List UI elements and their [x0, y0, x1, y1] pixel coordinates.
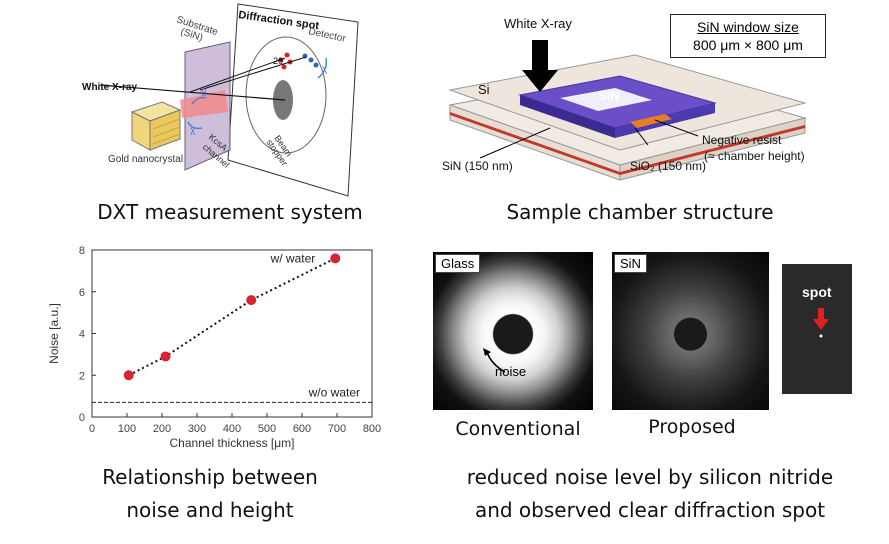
data-point-0-0 [123, 370, 134, 381]
diffraction-line [189, 57, 286, 93]
gold-cube-right [149, 109, 181, 151]
spot-red-3 [281, 64, 287, 70]
data-point-0-1 [160, 351, 171, 362]
negative-resist-stripe [450, 112, 620, 175]
dxt-diagram: Substrate (SiN) Diffraction spot Detecto… [80, 0, 380, 200]
spot-blue-2 [308, 57, 314, 63]
xray-beam [99, 84, 286, 101]
label-si: Si [478, 82, 490, 97]
spot-image: spot [782, 264, 852, 394]
reference-line-label: w/o water [308, 385, 360, 399]
label-sin-thickness: SiN (150 nm) [442, 159, 513, 173]
x-tick-label-7: 700 [328, 423, 346, 435]
data-point-0-3 [330, 253, 341, 264]
detector-ring [245, 36, 327, 154]
chart-marks: w/o water w/ water [92, 251, 372, 403]
diffraction-line-2 [199, 56, 307, 91]
pointer-sio2 [634, 127, 649, 146]
caption-chamber: Sample chamber structure [506, 200, 774, 224]
label-gold: Gold nanocrystal [108, 154, 183, 165]
x-tick-label-1: 100 [118, 423, 136, 435]
label-chi-detector: χ [322, 64, 328, 75]
caption-relationship-2: noise and height [126, 498, 294, 522]
caption-reduced-2: and observed clear diffraction spot [474, 498, 826, 522]
label-sin-window: SiN [598, 88, 620, 103]
spot-blue-3 [313, 62, 319, 68]
noise-label: noise [495, 364, 526, 379]
label-chamber-height: (≈ chamber height) [704, 149, 805, 163]
x-tick-label-2: 200 [153, 423, 171, 435]
chamber-diagram: White X-ray Si SiN Negative resist (≈ ch… [440, 0, 840, 195]
y-tick-label-3: 6 [79, 287, 85, 299]
sin-image: SiN [612, 252, 769, 410]
label-neg-resist: Negative resist [702, 133, 782, 147]
caption-dxt: DXT measurement system [97, 200, 363, 224]
spot-red-1 [284, 52, 290, 58]
noise-annotation: noise [483, 348, 526, 379]
x-tick-label-6: 600 [293, 423, 311, 435]
sin-label: SiN [614, 254, 647, 273]
pointer-sin [479, 127, 551, 159]
y-tick-label-0: 0 [79, 412, 85, 424]
y-axis-label: Noise [a.u.] [47, 303, 61, 364]
caption-relationship-1: Relationship between [102, 465, 318, 489]
x-axis-label: Channel thickness [μm] [170, 436, 295, 450]
chi-arrow-sample [187, 121, 203, 130]
y-tick-label-1: 2 [79, 370, 85, 382]
theta-arrow [191, 96, 207, 105]
series-label-0: w/ water [270, 251, 316, 265]
glass-image: Glass noise [433, 252, 593, 410]
data-point-0-2 [246, 295, 257, 306]
xray-arrow [522, 40, 558, 92]
label-two-theta: 2θ [273, 56, 283, 66]
label-theta: θ [201, 88, 207, 99]
label-white-xray-top: White X-ray [504, 16, 572, 31]
window-size-box: SiN window size 800 μm × 800 μm [670, 14, 826, 58]
sio2-layer [630, 114, 672, 128]
caption-conventional: Conventional [455, 418, 581, 440]
caption-reduced-1: reduced noise level by silicon nitride [466, 465, 834, 489]
spot-arrow [813, 308, 829, 338]
chamber-diagram-svg: White X-ray Si SiN Negative resist (≈ ch… [442, 16, 807, 181]
y-tick-label-2: 4 [79, 329, 85, 341]
x-tick-label-4: 400 [223, 423, 241, 435]
dxt-diagram-svg: Substrate (SiN) Diffraction spot Detecto… [82, 3, 359, 197]
window-size-title: SiN window size [697, 19, 799, 35]
kcsa-cone [180, 90, 228, 118]
chi-arrow-detector [317, 57, 327, 79]
pointer-resist [654, 119, 699, 137]
sin-membrane-highlight [560, 88, 652, 111]
caption-proposed: Proposed [648, 416, 736, 438]
y-tick-label-4: 8 [79, 245, 85, 257]
window-size-value: 800 μm × 800 μm [693, 37, 803, 53]
x-tick-label-0: 0 [89, 423, 95, 435]
label-sio2: SiO₂ (150 nm) [630, 159, 706, 173]
label-chi-sample: χ [190, 125, 196, 136]
series-line-0 [128, 257, 336, 377]
x-tick-label-8: 800 [363, 423, 381, 435]
x-tick-label-3: 300 [188, 423, 206, 435]
glass-label: Glass [435, 254, 481, 273]
spot-label: spot [802, 284, 832, 300]
label-white-xray: White X-ray [82, 82, 137, 93]
x-tick-label-5: 500 [258, 423, 276, 435]
